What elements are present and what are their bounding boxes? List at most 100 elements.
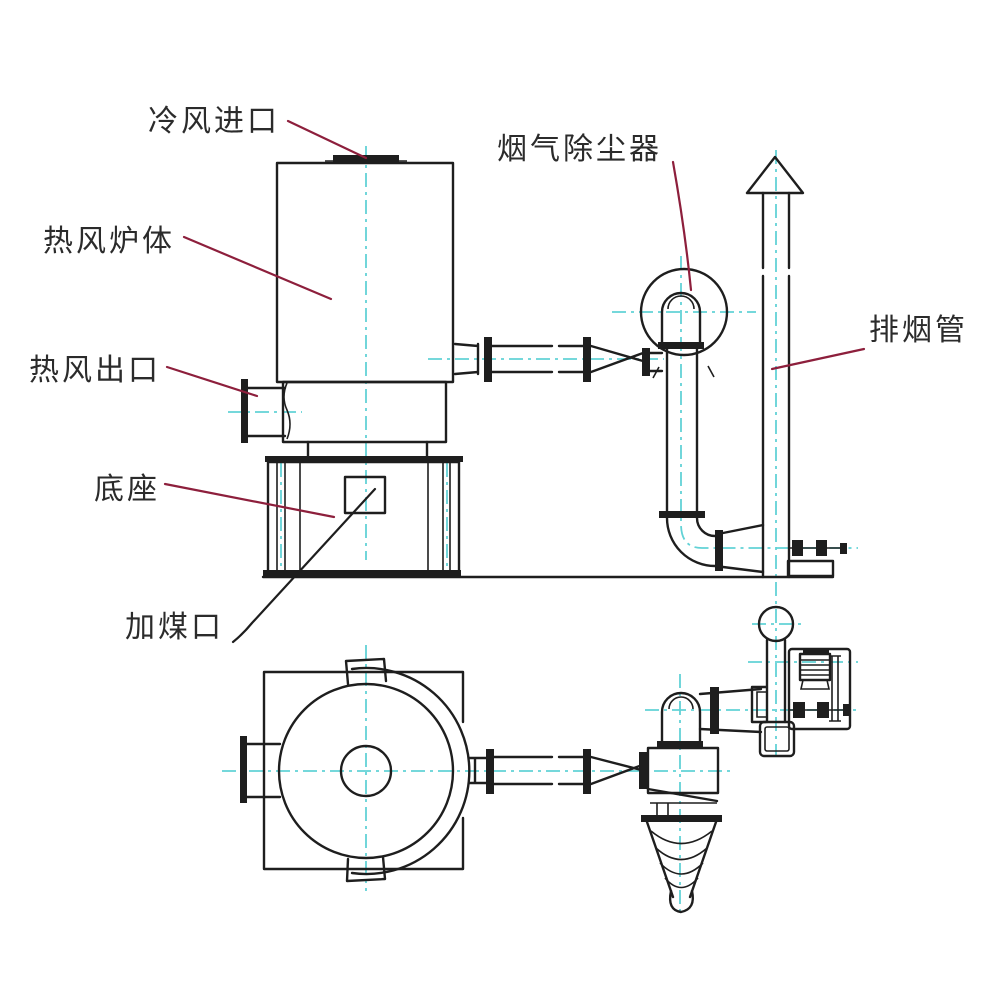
motor-pedestal <box>800 679 830 690</box>
fan-motor-assembly <box>750 605 852 758</box>
cyclone-feet <box>652 365 715 379</box>
label-cold-air-inlet: 冷风进口 <box>148 105 280 138</box>
fan-inlet-ball <box>757 605 795 643</box>
plan-flange-2 <box>583 749 591 794</box>
plan-bottom-tab <box>345 855 387 883</box>
outlet-pipe <box>246 386 287 438</box>
furnace-flue-stub <box>453 342 480 376</box>
plan-base-square <box>262 670 465 871</box>
plan-cyclone <box>641 687 763 914</box>
label-dust-collector: 烟气除尘器 <box>497 133 662 166</box>
fan-outlet-flange-inner <box>764 726 790 752</box>
furnace-body-shape <box>275 155 455 459</box>
cone-flange <box>641 815 722 822</box>
label-furnace-body: 热风炉体 <box>43 225 175 258</box>
cyclone-scroll-seam <box>646 787 719 803</box>
elbow-flange <box>715 530 723 571</box>
shaft-end-nut <box>843 704 849 716</box>
cyclone-downpipe <box>665 347 699 514</box>
flue-pipe-run <box>490 344 585 374</box>
cyclone-arch-inner <box>667 295 695 310</box>
furnace-neck <box>306 440 429 459</box>
flue-converging-nozzle <box>589 344 645 374</box>
cone-tip <box>668 889 695 914</box>
base-box <box>266 460 461 574</box>
plan-pipe-run <box>492 755 585 786</box>
anchor-nut <box>840 543 847 554</box>
downpipe-flange-bottom <box>659 511 705 518</box>
motor-cap <box>803 649 829 654</box>
cyclone-volute <box>639 267 729 357</box>
shaft-nut-1 <box>793 702 805 718</box>
elbow-inner <box>695 516 717 538</box>
outlet-break-line <box>283 382 291 440</box>
leader-dust-collector <box>671 160 693 292</box>
hot-air-outlet-shape <box>241 379 291 443</box>
elbow-outer <box>665 516 717 568</box>
pipe-bracket <box>750 685 768 724</box>
annotations: 冷风进口 热风炉体 热风出口 底座 加煤口 烟气除尘器 排烟管 <box>29 105 968 644</box>
fan-riser-pipe <box>765 638 787 724</box>
flue-throat-flange <box>642 348 650 376</box>
cyclone-downpipe-centerline <box>680 256 858 549</box>
plan-furnace-shell <box>277 682 455 860</box>
plan-view <box>240 605 852 914</box>
plan-flue-stub <box>467 756 489 785</box>
motor-hatching <box>801 659 829 676</box>
exhaust-stack-shape <box>745 155 847 579</box>
fan-outlet-flange-outer <box>758 720 796 758</box>
shaft-nut-2 <box>817 702 829 718</box>
cyclone-outlet-arch <box>660 291 702 345</box>
plan-volute-scroll <box>350 666 471 876</box>
label-exhaust-pipe: 排烟管 <box>869 314 968 347</box>
outlet-flange <box>241 379 248 443</box>
stack-arrow-cap <box>745 155 805 195</box>
label-base: 底座 <box>94 473 160 506</box>
flue-flange-2 <box>583 337 591 382</box>
stack-inlet-cone <box>721 523 765 574</box>
furnace-upper-shell <box>275 161 455 384</box>
cone-spiral-ribs <box>650 830 713 889</box>
frame-right-bar <box>829 655 841 722</box>
side-view <box>241 155 847 579</box>
plan-throat-flange <box>639 752 647 789</box>
plan-base-and-furnace <box>240 657 471 883</box>
plan-top-tab <box>344 657 388 686</box>
label-coal-port: 加煤口 <box>125 611 224 644</box>
plan-converging-nozzle <box>589 755 647 786</box>
leader-coal-port <box>231 487 377 644</box>
base-bottom-plate <box>263 570 461 577</box>
label-hot-air-outlet: 热风出口 <box>29 354 161 387</box>
plan-flange-1 <box>486 749 494 794</box>
coal-port-square <box>343 475 387 515</box>
furnace-lower-shell <box>281 380 448 444</box>
base-shape <box>261 456 835 579</box>
stack-pipe <box>761 191 791 579</box>
flue-inlet-stub <box>648 351 664 373</box>
fan-inlet-flange <box>710 687 719 734</box>
cyclone-riser-elbow <box>660 691 702 744</box>
flue-flange-1 <box>484 337 492 382</box>
cyclone-band <box>650 802 717 818</box>
pipe-bracket-inner <box>756 691 766 718</box>
base-top-plate <box>265 456 463 462</box>
plan-center-port <box>339 744 393 798</box>
plan-flue-pipe <box>467 749 647 794</box>
cold-air-inlet-flange <box>333 155 399 164</box>
leader-base <box>163 482 336 519</box>
stack-base-plate <box>786 559 835 578</box>
leader-exhaust-pipe <box>770 347 866 371</box>
base-columns <box>276 462 451 572</box>
motor-body <box>798 652 832 682</box>
plan-outlet-flange <box>240 736 247 803</box>
cyclone-top-flange <box>657 741 703 749</box>
plan-outlet-stub <box>245 742 282 799</box>
cyclone-cone <box>645 820 718 899</box>
downpipe-flange-top <box>658 342 704 349</box>
leader-hot-air-outlet <box>165 365 259 398</box>
leader-cold-air-inlet <box>286 119 368 160</box>
dust-collector-shape <box>639 267 765 574</box>
riser-elbow-inner <box>668 696 694 710</box>
